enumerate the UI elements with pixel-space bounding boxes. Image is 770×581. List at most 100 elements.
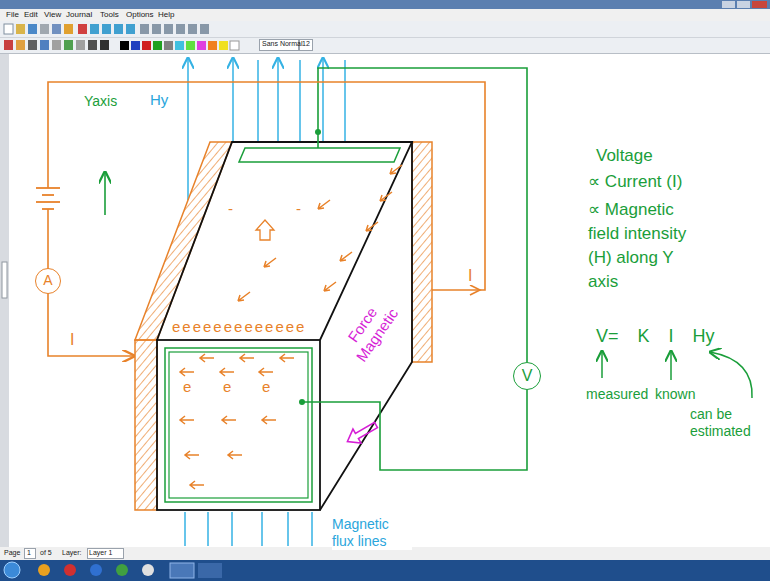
toolbar-divider	[0, 37, 770, 38]
probe-plate	[169, 352, 308, 498]
axis-arrow	[104, 172, 106, 215]
status-text: Layer:	[62, 549, 81, 557]
tool-icon	[28, 24, 37, 34]
palette-swatch	[175, 41, 184, 50]
palette-swatch	[219, 41, 228, 50]
flux-line	[184, 512, 186, 546]
flux-line	[232, 58, 234, 142]
tool-icon	[78, 24, 87, 34]
flux-lines	[185, 58, 345, 546]
note-text: ∝ Current (I)	[588, 172, 682, 192]
battery-symbol	[36, 188, 60, 209]
electron-row: eeeeeeeeeeeee	[172, 318, 306, 336]
flux-line	[299, 60, 301, 142]
menu-item: Edit	[24, 10, 38, 20]
tool-icon	[200, 24, 209, 34]
battery-plate	[42, 194, 54, 196]
electrode-plate	[412, 142, 432, 362]
charge-sign: -	[296, 200, 301, 218]
palette-swatch	[164, 41, 173, 50]
hollow-arrow	[256, 220, 274, 240]
menu-item: File	[6, 10, 19, 20]
current-label: I	[70, 330, 74, 349]
tool-icon	[52, 40, 61, 50]
ammeter-circle: A	[35, 268, 61, 294]
charge-sign: -	[228, 200, 233, 218]
tool-icon	[164, 24, 173, 34]
tool-icon	[16, 24, 25, 34]
tool-icon	[102, 24, 111, 34]
battery-plate	[36, 201, 60, 203]
palette-swatch	[131, 41, 140, 50]
window-button	[722, 1, 735, 8]
taskbar-icon	[90, 564, 102, 576]
electron: e	[223, 378, 231, 396]
field-label: Hy	[150, 91, 168, 109]
taskbar-icon	[64, 564, 76, 576]
window-button	[737, 1, 750, 8]
probe-plate	[239, 148, 400, 162]
menu-item: Options	[126, 10, 154, 20]
current-label: I	[468, 266, 472, 285]
circuit-wire	[48, 82, 485, 290]
tool-icon	[188, 24, 197, 34]
circuit-wire	[47, 209, 49, 269]
block-side	[320, 142, 412, 510]
current-arrow	[470, 285, 480, 295]
electrode-plate	[135, 142, 232, 340]
tool-icon	[64, 24, 73, 34]
note-text: known	[655, 386, 695, 403]
flux-label: Magnetic flux lines	[332, 516, 412, 550]
voltmeter-circle: V	[513, 362, 541, 390]
probe-plate	[165, 348, 312, 502]
palette-swatch	[197, 41, 206, 50]
block-front	[157, 340, 320, 510]
tool-icon	[52, 24, 61, 34]
note-text: Voltage	[596, 146, 653, 166]
electron-arrows	[180, 354, 294, 489]
scroll-thumb	[2, 262, 7, 298]
layer-box	[88, 549, 124, 559]
electron-arrows	[238, 165, 402, 301]
note-arrow	[601, 351, 603, 378]
toolbar-icons	[4, 24, 209, 50]
flux-line	[187, 58, 189, 200]
voltmeter-wire	[318, 68, 527, 362]
page	[0, 54, 770, 547]
note-text: measured	[586, 386, 648, 403]
tool-icon	[40, 24, 49, 34]
note-arrow	[670, 351, 672, 380]
palette-swatch	[186, 41, 195, 50]
color-palette	[120, 41, 239, 50]
taskbar-icon	[116, 564, 128, 576]
flux-line	[207, 512, 209, 546]
electron: e	[262, 378, 270, 396]
toolbar-divider	[0, 53, 770, 54]
tool-icon	[16, 40, 25, 50]
window-button	[752, 1, 767, 8]
tool-icon	[76, 40, 85, 50]
electrode-plate	[135, 340, 157, 510]
start-button	[4, 562, 20, 578]
meter-letter: V	[522, 367, 533, 385]
electron: e	[183, 378, 191, 396]
flux-line	[322, 58, 324, 142]
palette-swatch	[230, 41, 239, 50]
layer-name: Layer 1	[89, 549, 112, 557]
taskbar-icon	[142, 564, 154, 576]
status-text: of 5	[40, 549, 52, 557]
circuit-wire	[48, 293, 134, 356]
note-text: can be estimated	[690, 406, 762, 440]
page-margin	[0, 54, 9, 547]
tool-icon	[90, 24, 99, 34]
force-arrow-shape	[343, 418, 380, 448]
flux-line	[287, 512, 289, 546]
tool-icon	[4, 40, 13, 50]
flux-line	[231, 512, 233, 546]
menu-bar	[0, 9, 770, 21]
axis-label: Yaxis	[84, 93, 117, 110]
tool-icon	[40, 40, 49, 50]
meter-letter: A	[43, 273, 52, 288]
